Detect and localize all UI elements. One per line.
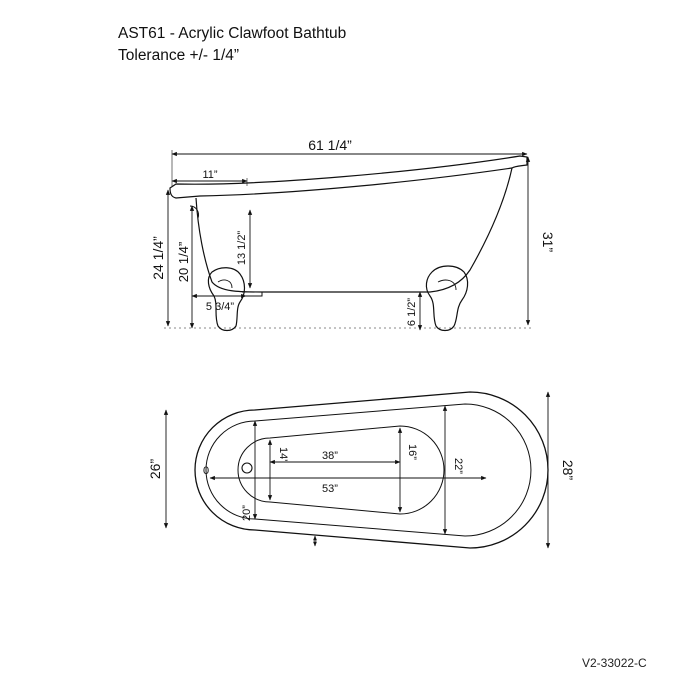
drawing-code: V2-33022-C	[582, 656, 647, 670]
dim-height-at-drain: 20 1/4”	[176, 242, 191, 282]
top-outer-rim	[194, 391, 549, 549]
dim-total-height: 31”	[540, 232, 556, 253]
top-view	[194, 391, 549, 549]
claw-foot-right	[425, 265, 469, 332]
drain-pipe	[242, 291, 263, 297]
top-inner-rim	[205, 403, 532, 537]
dim-inner-max-width: 22”	[452, 458, 464, 474]
dim-bottom-width-foot: 14”	[277, 447, 289, 463]
tolerance-note: Tolerance +/- 1/4”	[118, 47, 240, 64]
side-view	[169, 155, 528, 332]
dim-width-at-drain: 20”	[241, 505, 253, 521]
dim-overall-length: 61 1/4”	[308, 137, 352, 153]
dim-bottom-width-head: 16”	[406, 444, 418, 460]
claw-foot-left	[207, 267, 246, 332]
drawing-title: AST61 - Acrylic Clawfoot Bathtub	[118, 25, 347, 42]
dim-rim-height: 24 1/4”	[150, 236, 166, 280]
dimension-labels: 61 1/4” 11” 31” 24 1/4” 20 1/4” 13 1/2” …	[147, 137, 576, 521]
top-dimensions	[163, 391, 551, 549]
dim-floor-clearance: 6 1/2”	[406, 298, 418, 326]
dim-inner-rim-width: 26”	[147, 459, 163, 480]
tub-body	[195, 167, 513, 293]
top-tub-bottom	[237, 425, 445, 515]
dim-outer-width: 28”	[560, 460, 576, 481]
dim-rim-to-drain: 11”	[202, 169, 217, 181]
dim-bottom-length: 38”	[322, 450, 338, 462]
dim-drain-offset: 5 3/4”	[206, 301, 234, 313]
dim-interior-length: 53”	[322, 483, 338, 495]
dim-interior-depth: 13 1/2”	[236, 231, 248, 266]
side-dimensions	[164, 150, 534, 331]
drain-circle	[241, 462, 253, 474]
tub-rim	[169, 155, 528, 199]
drain-marker: 0	[203, 465, 209, 477]
